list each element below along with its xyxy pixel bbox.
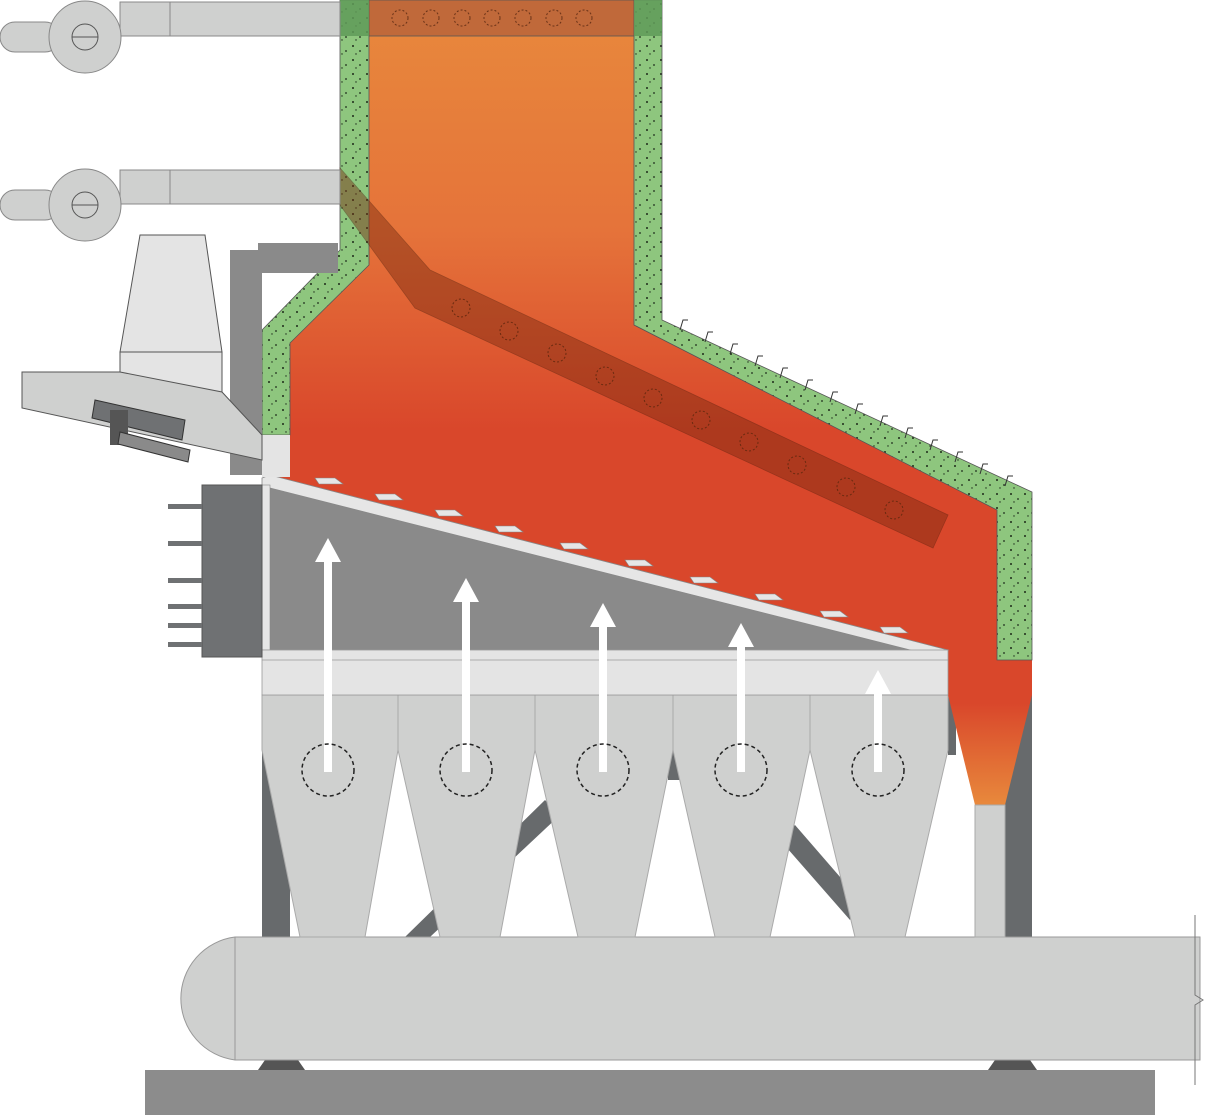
ash-chute [948,660,1032,805]
air-arrow [576,603,630,797]
feeder-cylinder [117,431,191,463]
manifold-pins [168,504,202,647]
air-arrow [714,623,768,797]
header-tubes [391,9,593,27]
fan-lower [0,168,341,242]
frame-post [948,695,956,755]
air-arrow [851,670,905,797]
foundation-slab [145,1070,1155,1115]
brace [780,825,860,920]
air-arrow [301,538,355,797]
break-line [1194,915,1204,1085]
tube-bank [339,166,949,549]
tube-bank-tubes [451,298,904,520]
air-arrow [439,578,493,797]
fan-upper [0,0,341,74]
air-flow [301,538,905,797]
top-corner [634,0,662,36]
combustion-chamber [262,0,997,660]
fuel-hopper [119,234,223,353]
support-foot [988,1060,1037,1070]
ash-pipe [974,804,1006,938]
support-foot [258,1060,305,1070]
grate-front-plate [261,484,271,651]
feed-throat [262,435,290,477]
air-manifold [201,484,263,658]
ash-hoppers [261,694,949,938]
insulation-right [633,0,1033,661]
grate-steps [314,477,909,634]
ash-drum [180,936,1201,1061]
top-header [368,0,635,37]
anchor-hooks [679,319,1013,487]
top-corner [340,0,369,36]
side-casing [258,243,338,273]
